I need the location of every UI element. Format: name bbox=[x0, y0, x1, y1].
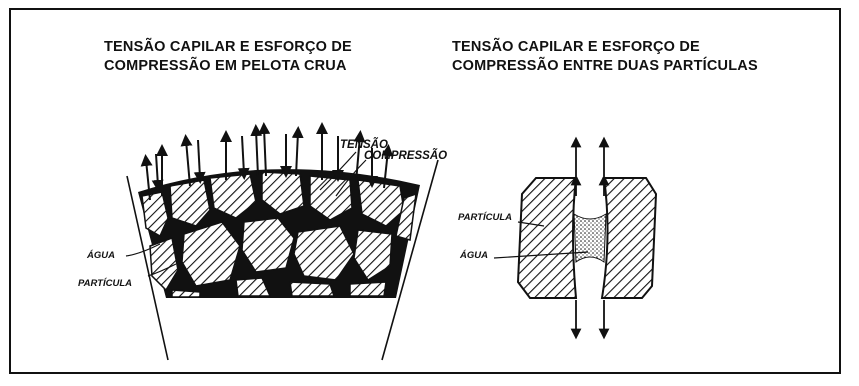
label-water-left: ÁGUA bbox=[87, 250, 115, 261]
left-title-line2: COMPRESSÃO EM PELOTA CRUA bbox=[104, 58, 347, 74]
right-particle-leader bbox=[517, 221, 545, 227]
right-panel-title: TENSÃO CAPILAR E ESFORÇO DE COMPRESSÃO E… bbox=[452, 38, 758, 76]
label-tension: TENSÃO bbox=[340, 139, 388, 151]
compression-leader bbox=[335, 159, 367, 197]
two-particle-diagram bbox=[493, 136, 658, 340]
right-title-line2: COMPRESSÃO ENTRE DUAS PARTÍCULAS bbox=[452, 58, 758, 74]
water-leader bbox=[125, 243, 161, 257]
tension-arrows bbox=[140, 122, 394, 201]
left-title-line1: TENSÃO CAPILAR E ESFORÇO DE bbox=[104, 39, 352, 55]
pellet-particles bbox=[141, 171, 417, 298]
funnel-right-wall bbox=[381, 159, 439, 361]
right-title-line1: TENSÃO CAPILAR E ESFORÇO DE bbox=[452, 39, 700, 55]
label-particle-left: PARTÍCULA bbox=[78, 278, 133, 289]
left-particle bbox=[516, 177, 578, 299]
green-pellet-diagram bbox=[125, 122, 439, 361]
compression-arrows bbox=[151, 134, 378, 192]
vertical-arrows bbox=[570, 136, 610, 340]
label-water-right: ÁGUA bbox=[460, 250, 488, 261]
funnel-left-wall bbox=[126, 175, 169, 361]
particle-leader bbox=[147, 263, 177, 277]
tension-leader bbox=[319, 151, 357, 191]
right-particle bbox=[600, 177, 658, 299]
right-water-leader bbox=[493, 251, 589, 259]
left-panel-title: TENSÃO CAPILAR E ESFORÇO DE COMPRESSÃO E… bbox=[104, 38, 352, 76]
label-particle-right: PARTÍCULA bbox=[458, 212, 513, 223]
water-bridge bbox=[573, 213, 607, 263]
label-compression: COMPRESSÃO bbox=[364, 150, 448, 162]
